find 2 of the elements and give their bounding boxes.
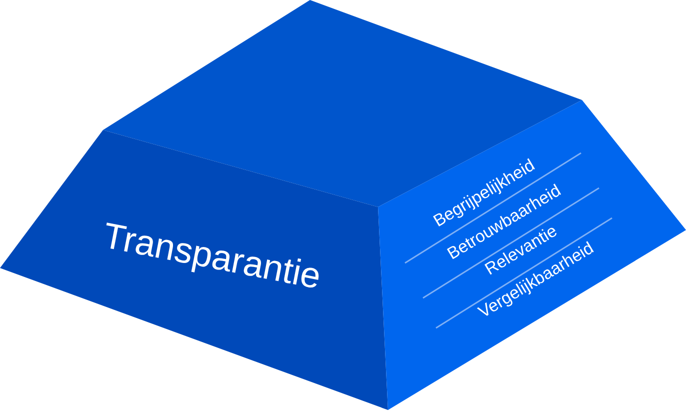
side-face bbox=[378, 100, 686, 411]
front-face bbox=[0, 130, 388, 411]
